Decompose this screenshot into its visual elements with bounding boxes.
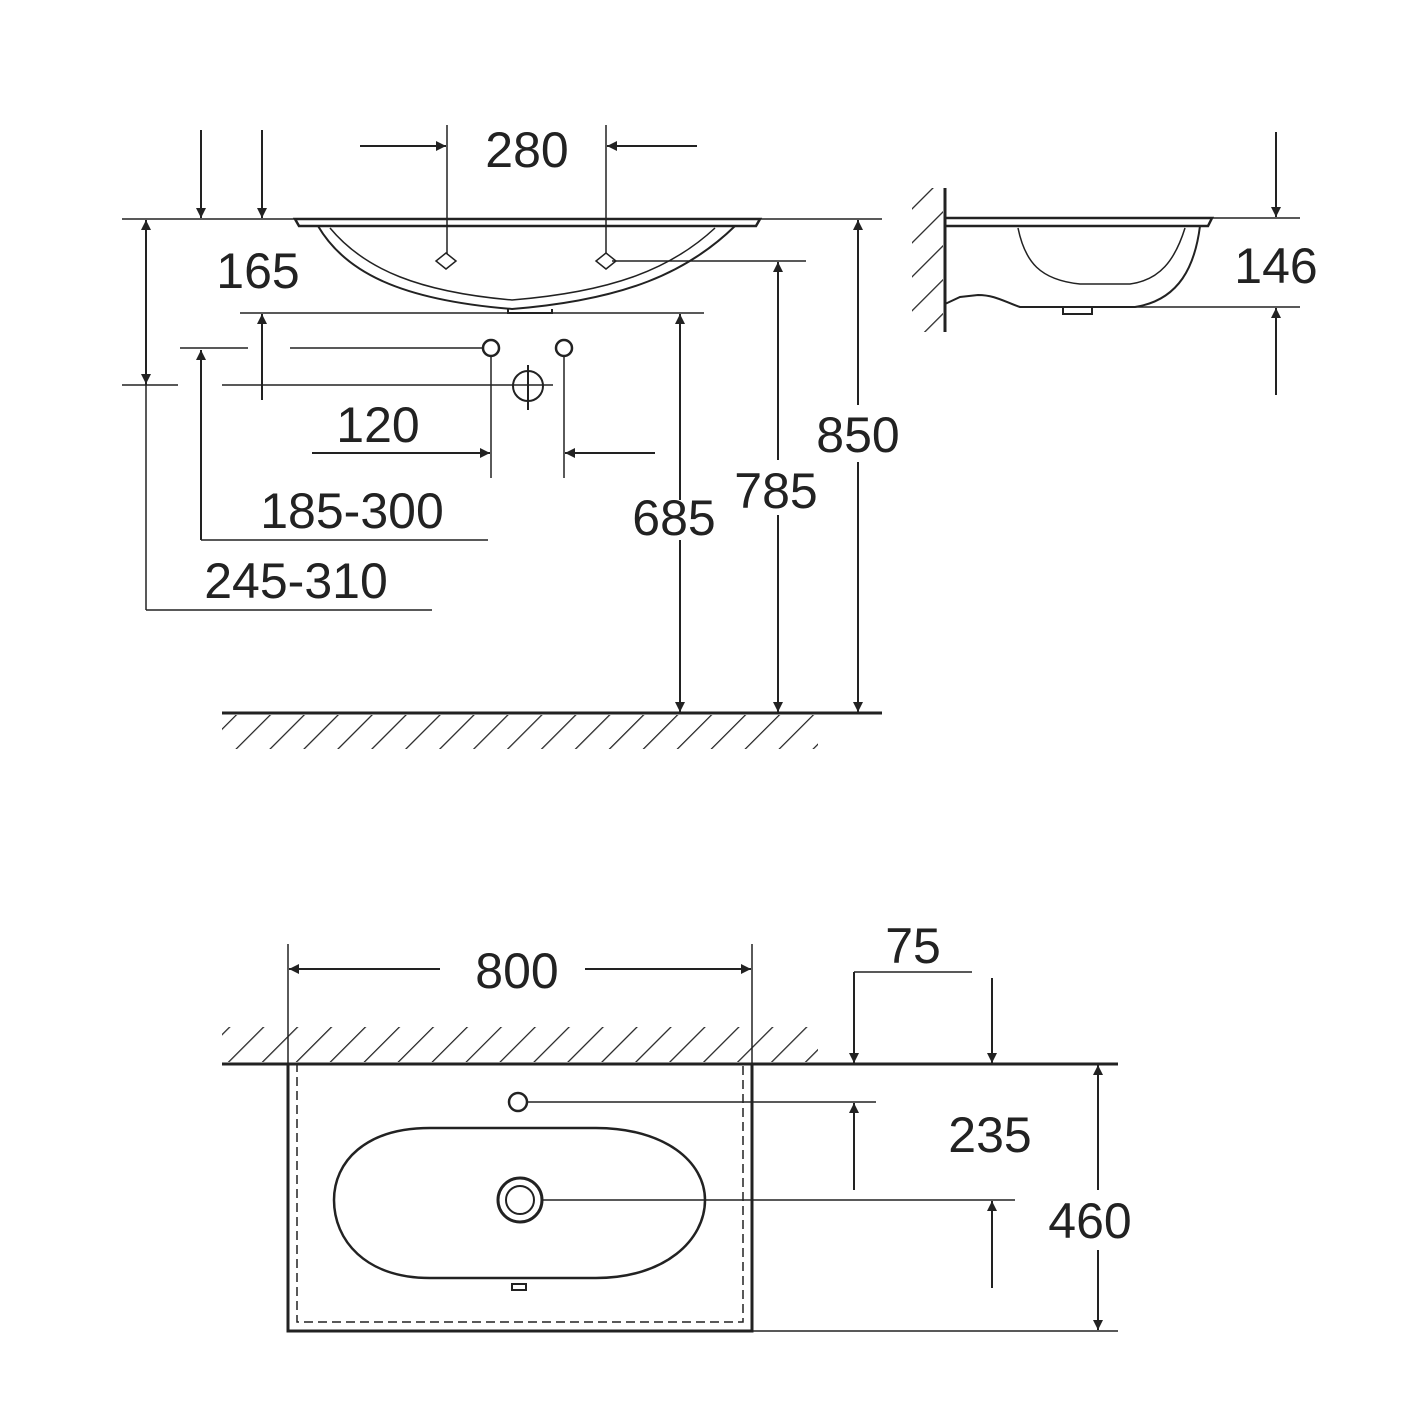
- wall-hatch: [912, 188, 943, 332]
- label-850: 850: [816, 407, 899, 463]
- basin-rim: [292, 217, 763, 228]
- side-bowl-inner: [1017, 227, 1186, 285]
- side-bowl-outer: [944, 225, 1201, 308]
- drain-inner: [505, 1185, 535, 1215]
- waste-fitting-left: [481, 338, 501, 358]
- label-685: 685: [632, 490, 715, 546]
- side-rim: [945, 216, 1215, 228]
- bowl-outline-top: [332, 1126, 707, 1280]
- floor-hatch: [222, 715, 818, 749]
- overflow-slot: [511, 1283, 527, 1291]
- basin-inner-dashed: [296, 1063, 744, 1323]
- label-800: 800: [475, 943, 558, 999]
- basin-bowl-outer: [317, 225, 736, 311]
- label-185-300: 185-300: [260, 483, 444, 539]
- label-146: 146: [1234, 238, 1317, 294]
- label-120: 120: [336, 397, 419, 453]
- side-drain: [1062, 307, 1093, 315]
- tap-hole-top: [507, 1091, 529, 1113]
- tap-hole-right: [594, 252, 618, 270]
- label-460: 460: [1048, 1193, 1131, 1249]
- label-235: 235: [948, 1107, 1031, 1163]
- side-view: [912, 132, 1300, 395]
- label-785: 785: [734, 463, 817, 519]
- basin-bowl-inner: [329, 227, 716, 301]
- waste-fitting-right: [554, 338, 574, 358]
- top-view: [222, 944, 1118, 1333]
- top-wall-hatch: [222, 1027, 818, 1062]
- label-245-310: 245-310: [204, 553, 388, 609]
- front-view: [122, 125, 882, 749]
- basin-outline-top: [286, 1062, 754, 1333]
- label-75: 75: [885, 918, 941, 974]
- label-165: 165: [216, 243, 299, 299]
- label-280: 280: [485, 122, 568, 178]
- tap-hole-left: [434, 252, 458, 270]
- drain-outer: [496, 1176, 544, 1224]
- dimension-labels: 280 165 120 185-300 245-310 685 785 850 …: [204, 122, 1317, 1249]
